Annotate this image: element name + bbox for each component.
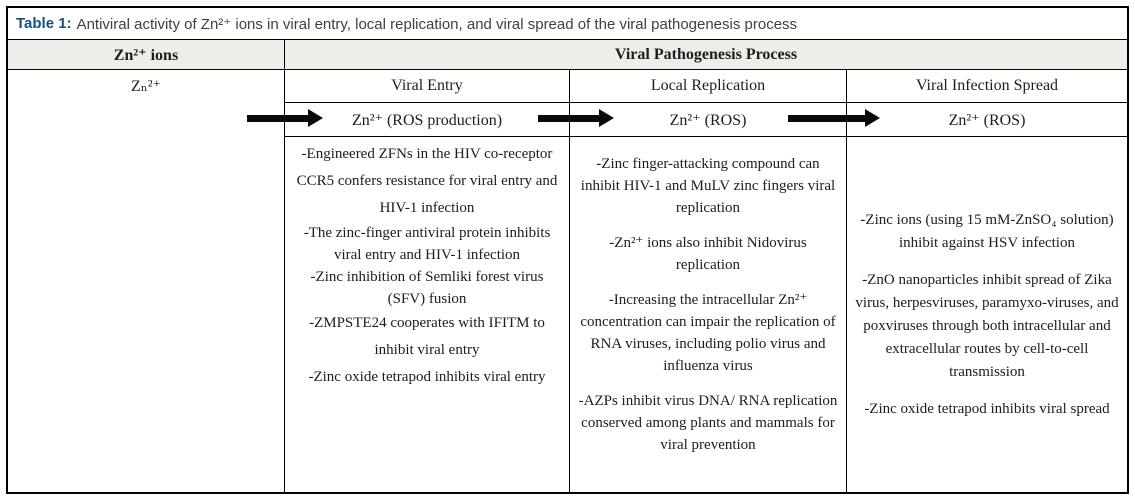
table-body-wrap: Zn²⁺ ions Viral Pathogenesis Process Zₙ²… (8, 40, 1127, 492)
header-local-replication: Local Replication (570, 70, 846, 102)
flow-arrow-to-local-replication (538, 109, 614, 127)
arrow-shaft (538, 115, 600, 122)
finding-item: -Zinc ions (using 15 mM-ZnSO₄ solution) … (860, 211, 1114, 251)
finding-item: -Engineered ZFNs in the HIV co-receptor … (296, 146, 558, 216)
finding-item: -Zinc inhibition of Semliki forest virus… (310, 269, 544, 307)
finding-item: -Zinc finger-attacking compound can inhi… (580, 156, 836, 216)
flow-arrow-to-viral-spread (788, 109, 880, 127)
cell-local-replication-findings: -Zinc finger-attacking compound can inhi… (570, 137, 846, 492)
finding-item: -The zinc-finger antiviral protein inhib… (303, 225, 551, 263)
table-caption-label: Table 1: (16, 15, 72, 32)
finding-item: -Zn²⁺ ions also inhibit Nidovirus replic… (609, 235, 807, 273)
arrow-head (599, 109, 614, 127)
finding-item: -Zinc oxide tetrapod inhibits viral spre… (864, 400, 1110, 417)
cell-viral-entry-findings: -Engineered ZFNs in the HIV co-receptor … (285, 137, 569, 492)
cell-ros-viral-spread: Zn²⁺ (ROS) (847, 103, 1127, 136)
header-viral-entry: Viral Entry (285, 70, 569, 102)
finding-item: -Zinc oxide tetrapod inhibits viral entr… (308, 369, 546, 385)
arrow-shaft (247, 115, 309, 122)
header-viral-pathogenesis-process: Viral Pathogenesis Process (285, 40, 1127, 69)
cell-viral-spread-findings: -Zinc ions (using 15 mM-ZnSO₄ solution) … (847, 137, 1127, 492)
finding-item: -AZPs inhibit virus DNA/ RNA replication… (578, 393, 838, 453)
finding-item: -ZnO nanoparticles inhibit spread of Zik… (855, 271, 1119, 380)
finding-item: -Increasing the intracellular Zn²⁺ conce… (580, 292, 836, 374)
finding-item: -ZMPSTE24 cooperates with IFITM to inhib… (309, 315, 545, 358)
arrow-head (865, 109, 880, 127)
header-viral-infection-spread: Viral Infection Spread (847, 70, 1127, 102)
antiviral-activity-table: Zn²⁺ ions Viral Pathogenesis Process Zₙ²… (8, 40, 1127, 492)
cell-ros-viral-entry: Zn²⁺ (ROS production) (285, 103, 569, 136)
arrow-head (308, 109, 323, 127)
table-caption-text: Antiviral activity of Zn²⁺ ions in viral… (76, 15, 798, 33)
cell-zn-ion-symbol: Zₙ²⁺ (8, 70, 284, 492)
table-outer-frame: Table 1: Antiviral activity of Zn²⁺ ions… (6, 6, 1129, 494)
flow-arrow-to-viral-entry (247, 109, 323, 127)
arrow-shaft (788, 115, 866, 122)
header-zn-ions: Zn²⁺ ions (8, 40, 284, 69)
table-caption: Table 1: Antiviral activity of Zn²⁺ ions… (8, 8, 1127, 40)
